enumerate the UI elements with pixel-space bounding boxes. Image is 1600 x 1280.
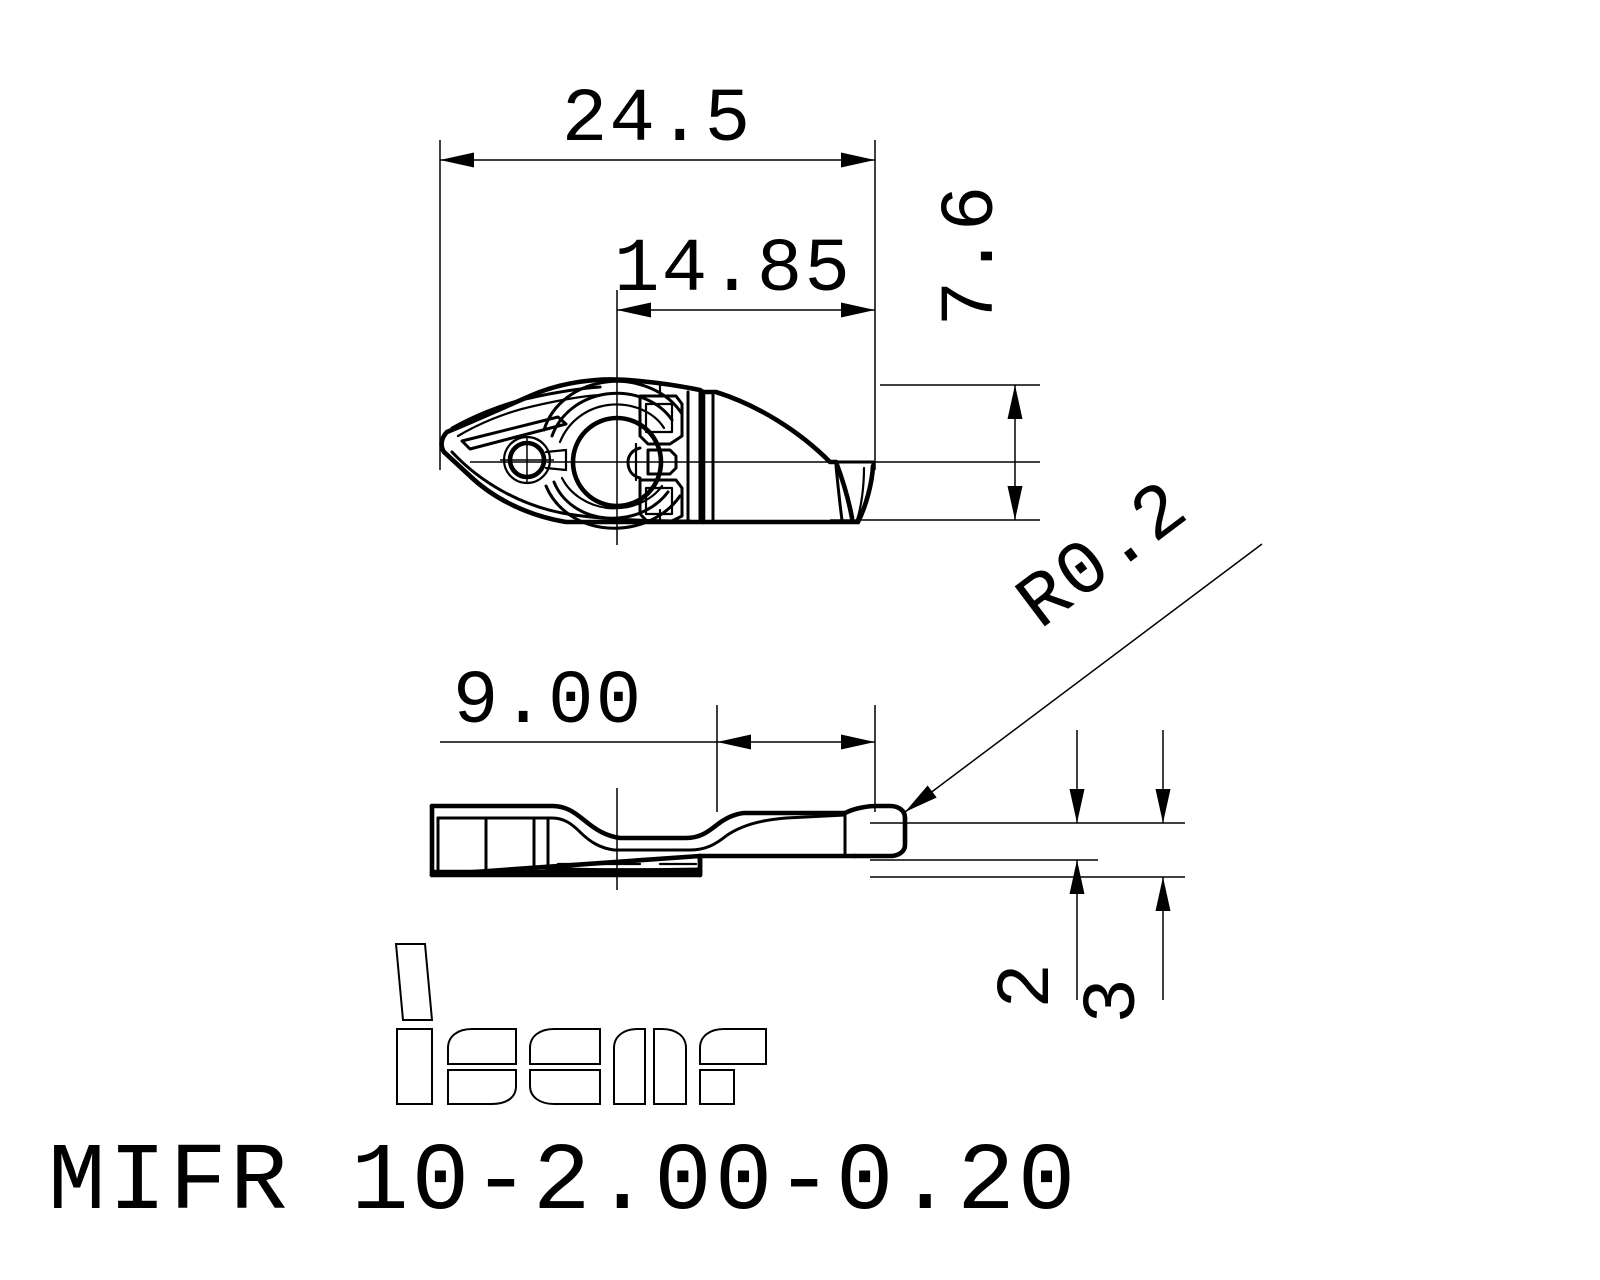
dimension-corner-radius: R0.2: [900, 465, 1263, 818]
dimension-value-14-85: 14.85: [614, 227, 852, 313]
top-view-insert-geometry: [439, 377, 876, 530]
side-view-construction-lines: [616, 705, 1185, 890]
dimension-value-7-6: 7.6: [929, 184, 1015, 327]
dimension-overall-length: 24.5: [440, 77, 875, 168]
side-view-insert-geometry: [429, 803, 908, 878]
dimension-value-2: 2: [985, 961, 1071, 1009]
dimension-value-r0-2: R0.2: [1002, 465, 1206, 648]
dimension-cutting-length: 9.00: [440, 659, 875, 750]
dimension-value-24-5: 24.5: [562, 77, 752, 163]
iscar-logo: [394, 943, 767, 1105]
part-number-label: MIFR 10-2.00-0.20: [48, 1128, 1078, 1237]
dimension-insert-width: 2: [985, 730, 1085, 1009]
dimension-body-height: 7.6: [929, 184, 1023, 520]
dimension-blade-width: 3: [1071, 730, 1171, 1024]
dimension-value-3: 3: [1071, 976, 1157, 1024]
dimension-value-9-00: 9.00: [453, 659, 643, 745]
dimension-shank-length: 14.85: [614, 227, 875, 318]
